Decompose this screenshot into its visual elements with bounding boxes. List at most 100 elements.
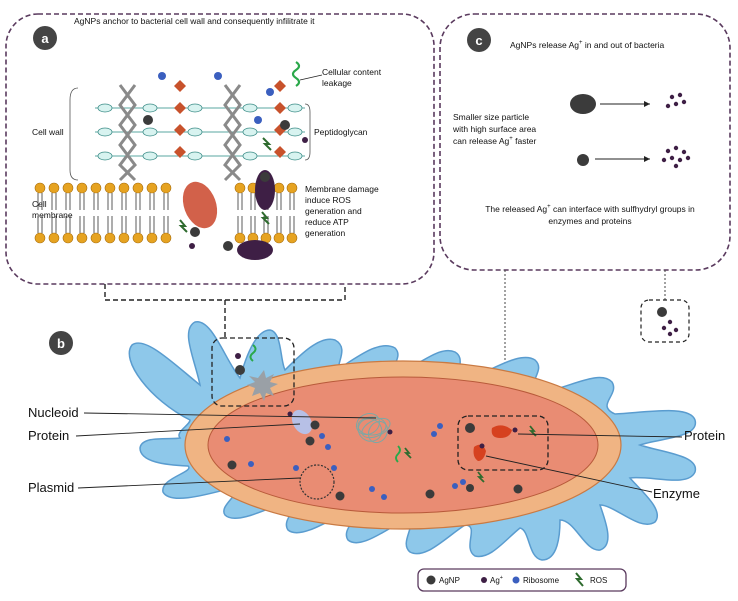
- ribosome-icon: [460, 479, 466, 485]
- legend-ag-ion-icon: [481, 577, 487, 583]
- panel-b: b: [28, 321, 725, 561]
- protein-right-shape: [491, 425, 512, 438]
- ion-release-box: [640, 299, 690, 343]
- lipid-head: [90, 232, 102, 244]
- lipid-head: [234, 182, 246, 194]
- lipid-tail: [79, 216, 85, 233]
- lipid-head: [146, 182, 158, 194]
- lipid-head: [48, 232, 60, 244]
- ag-ion-icon: [235, 353, 241, 359]
- membrane-damage-l2: induce ROS: [305, 195, 351, 205]
- lipid-head: [118, 182, 130, 194]
- agnp-icon: [305, 436, 315, 446]
- zoom-box-protein: [457, 415, 549, 471]
- membrane-damage-l3: generation and: [305, 206, 362, 216]
- smaller-size-line2: with high surface area: [452, 124, 536, 134]
- enzyme-leader: [485, 455, 653, 493]
- enzyme-label: Enzyme: [653, 486, 700, 501]
- peptidoglycan-beads: [97, 103, 303, 161]
- released-line2: enzymes and proteins: [548, 216, 631, 226]
- cell-membrane-label-2: membrane: [32, 210, 73, 220]
- lipid-head: [273, 232, 285, 244]
- panel-c-badge: [467, 28, 491, 52]
- ag-ion-cluster: [661, 319, 679, 337]
- ros-icon: [262, 137, 272, 151]
- released-line1: The released Ag+ can interface with sulf…: [485, 204, 695, 214]
- lipid-tail: [163, 193, 169, 210]
- agnp-icon: [425, 489, 435, 499]
- lipid-bilayer-right: [234, 182, 298, 244]
- lipid-head: [132, 232, 144, 244]
- ribosome-icon: [331, 465, 337, 471]
- small-agnp-icon: [577, 154, 589, 166]
- ag-ion-icon: [302, 137, 308, 143]
- smaller-size-line1: Smaller size particle: [453, 112, 529, 122]
- panel-a: a AgNPs anchor to bacterial cell wall an…: [5, 13, 435, 285]
- lipid-head: [76, 182, 88, 194]
- legend-ag-label: Ag+: [490, 575, 503, 585]
- ribosome-icon: [248, 461, 254, 467]
- lipid-bilayer-left: [34, 182, 172, 244]
- lipid-tail: [163, 216, 169, 233]
- lipid-tail: [65, 193, 71, 210]
- ag-ion-cluster-large: [661, 145, 691, 169]
- protein-left-leader: [75, 423, 301, 437]
- peptidoglycan-chains: [118, 84, 242, 182]
- ribosome-icon: [431, 431, 437, 437]
- nucleoid-dna: [355, 412, 391, 444]
- panel-b-letter: b: [57, 336, 65, 351]
- lipid-tail: [250, 216, 256, 233]
- agnp-icon: [190, 227, 200, 237]
- lipid-head: [34, 182, 46, 194]
- lipid-tail: [121, 193, 127, 210]
- squiggle-icon: [291, 61, 301, 87]
- ag-ion-icon: [287, 411, 293, 417]
- membrane-damage-l5: generation: [305, 228, 345, 238]
- lipid-head: [34, 232, 46, 244]
- protein-left-shape: [291, 409, 313, 435]
- nucleoid-leader: [83, 412, 377, 419]
- ag-ion-icon: [479, 443, 485, 449]
- ribosome-icon: [319, 433, 325, 439]
- lipid-head: [62, 232, 74, 244]
- agnp-icon: [513, 484, 523, 494]
- lipid-tail: [289, 193, 295, 210]
- agnp-icon: [657, 307, 667, 317]
- panel-a-badge: [33, 26, 57, 50]
- damaged-protein: [255, 170, 275, 210]
- panel-a-frame: [5, 13, 435, 285]
- lipid-head: [234, 232, 246, 244]
- lipid-tail: [149, 216, 155, 233]
- ros-icon: [260, 211, 270, 225]
- agnp-icon: [465, 423, 475, 433]
- ag-ion-icon: [387, 429, 393, 435]
- panel-b-badge: [49, 331, 73, 355]
- lipid-head: [160, 182, 172, 194]
- panel-c-frame: [439, 13, 731, 271]
- legend-agnp-label: AgNP: [439, 576, 460, 585]
- legend: AgNP Ag+ Ribosome ROS: [417, 568, 627, 592]
- leakage-label: leakage: [322, 78, 352, 88]
- lipid-head: [62, 182, 74, 194]
- ag-ion-icon: [512, 427, 518, 433]
- agnp-icon: [227, 460, 237, 470]
- ribosome-icon: [369, 486, 375, 492]
- protein-right-leader: [517, 433, 683, 438]
- panel-c: c AgNPs release Ag+ in and out of bacter…: [439, 13, 731, 271]
- nucleoid-label: Nucleoid: [28, 405, 79, 420]
- lipid-head: [48, 182, 60, 194]
- lipid-head: [76, 232, 88, 244]
- ribosome-icon: [266, 88, 274, 96]
- cell-wall-bracket: [69, 87, 79, 181]
- lipid-tail: [149, 193, 155, 210]
- lipid-tail: [135, 193, 141, 210]
- agnp-icon: [466, 484, 474, 492]
- ribosome-icon: [254, 116, 262, 124]
- lipid-tail: [135, 216, 141, 233]
- ros-icon: [403, 447, 412, 459]
- ros-icon: [178, 219, 188, 233]
- lipid-tail: [51, 193, 57, 210]
- enzyme-shape: [473, 444, 486, 461]
- ribosome-icon: [224, 436, 230, 442]
- cytoplasm: [207, 376, 599, 514]
